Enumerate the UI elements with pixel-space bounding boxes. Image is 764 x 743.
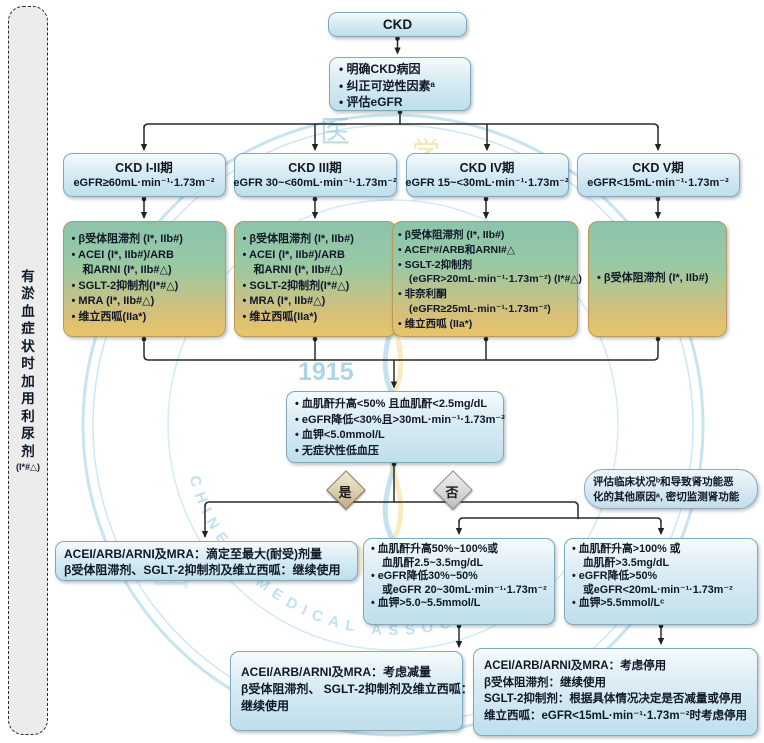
treatment-line: 和ARNI (I*, IIb#△) bbox=[253, 264, 343, 276]
stage-egfr: eGFR 30~<60mL·min⁻¹·1.73m⁻² bbox=[233, 177, 397, 189]
stage-title: CKD III期 bbox=[288, 161, 342, 175]
treatment-line: • SGLT-2抑制剂 bbox=[398, 258, 473, 271]
treatment-line: • β受体阻滞剂 (I*, IIb#) bbox=[242, 233, 354, 245]
action-line: ACEI/ARB/ARNI及MRA：滴定至最大(耐受)剂量 bbox=[64, 547, 322, 561]
yes-diamond-label: 是 bbox=[338, 485, 352, 500]
tolerance-criteria-box: • 血肌酐升高<50% 且血肌酐<2.5mg/dL • eGFR降低<30%且>… bbox=[286, 391, 505, 463]
criteria-line: • 血钾<5.0mmol/L bbox=[295, 429, 385, 441]
treatment-line: • β受体阻滞剂 (I*, IIb#) bbox=[398, 229, 505, 241]
diuretic-sidebar: 有淤血症状时加用利尿剂 (I*#△) bbox=[8, 6, 48, 735]
treatment-line: • ACEI*#/ARB和ARNI#△ bbox=[398, 243, 515, 256]
stage-title: CKD I-II期 bbox=[115, 161, 173, 175]
treatment-line: • MRA (I*, IIb#△) bbox=[71, 295, 155, 307]
treatment-line: (eGFR>20mL·min⁻¹·1.73m⁻²) (I*#△) bbox=[409, 273, 582, 286]
treatment-line: (eGFR≥25mL·min⁻¹·1.73m⁻²) bbox=[409, 302, 551, 315]
treatment-line: 和ARNI (I*, IIb#△) bbox=[82, 264, 172, 276]
watermark-year: 1915 bbox=[298, 358, 354, 386]
monitor-note: 评估临床状况ᵇ和导致肾功能恶 化的其他原因ᵃ, 密切监测肾功能 bbox=[584, 469, 758, 509]
stage-title: CKD V期 bbox=[632, 161, 684, 175]
criteria-line: • 血钾>5.5mmol/Lᶜ bbox=[572, 597, 665, 609]
stage-box-3: CKD IV期 eGFR 15~<30mL·min⁻¹·1.73m⁻² bbox=[405, 153, 569, 197]
criteria-line: • 无症状性低血压 bbox=[295, 444, 379, 457]
ckd-root-label: CKD bbox=[382, 17, 413, 32]
treatment-line: • SGLT-2抑制剂(I*#△) bbox=[242, 279, 350, 292]
treatment-line: • 维立西呱(IIa*) bbox=[242, 310, 318, 323]
treatment-line: • 维立西呱(IIa*) bbox=[71, 310, 147, 323]
criteria-line: • 血肌酐升高<50% 且血肌酐<2.5mg/dL bbox=[295, 398, 488, 410]
continue-uptitrate-box: ACEI/ARB/ARNI及MRA：滴定至最大(耐受)剂量 β受体阻滞剂、SGL… bbox=[55, 541, 358, 581]
assessment-line: • 评估eGFR bbox=[339, 95, 403, 109]
criteria-line: 血肌酐2.5~3.5mg/dL bbox=[382, 556, 484, 569]
stage-title: CKD IV期 bbox=[459, 161, 515, 175]
reduce-dose-box: ACEI/ARB/ARNI及MRA：考虑减量 β受体阻滞剂、 SGLT-2抑制剂… bbox=[230, 651, 473, 731]
action-line: SGLT-2抑制剂：根据具体情况决定是否减量或停用 bbox=[484, 693, 742, 705]
watermark-glyph: 医 bbox=[320, 116, 350, 149]
assessment-box: • 明确CKD病因 • 纠正可逆性因素ᵃ • 评估eGFR bbox=[329, 57, 471, 111]
criteria-line: • 血钾>5.0~5.5mmol/L bbox=[371, 597, 481, 609]
action-line: β受体阻滞剂：继续使用 bbox=[484, 676, 607, 689]
treatment-line: • MRA (I*, IIb#△) bbox=[242, 295, 326, 307]
action-line: 维立西呱：eGFR<15mL·min⁻¹·1.73m⁻²时考虑停用 bbox=[484, 709, 747, 722]
criteria-line: • eGFR降低>50% bbox=[572, 570, 658, 582]
action-line: 继续使用 bbox=[241, 699, 290, 713]
criteria-line: 或eGFR<20mL·min⁻¹·1.73m⁻² bbox=[583, 583, 733, 596]
diuretic-sidebar-text: 有淤血症状时加用利尿剂 bbox=[21, 268, 35, 459]
no-diamond-label: 否 bbox=[445, 485, 459, 500]
treatment-line: • 非奈利酮 bbox=[398, 288, 447, 301]
action-line: β受体阻滞剂、 SGLT-2抑制剂及维立西呱： bbox=[241, 682, 473, 696]
stage-egfr: eGFR 15~<30mL·min⁻¹·1.73m⁻² bbox=[405, 177, 569, 189]
treatment-line: • ACEI (I*, IIb#)/ARB bbox=[242, 248, 345, 261]
treatment-line: • 维立西呱 (IIa*) bbox=[398, 317, 473, 330]
stage-box-2: CKD III期 eGFR 30~<60mL·min⁻¹·1.73m⁻² bbox=[233, 153, 397, 197]
criteria-line: • eGFR降低30%~50% bbox=[371, 570, 478, 582]
action-line: ACEI/ARB/ARNI及MRA：考虑减量 bbox=[241, 665, 431, 679]
treatment-line: • ACEI (I*, IIb#)/ARB bbox=[71, 248, 174, 261]
treatment-box-4: • β受体阻滞剂 (I*, IIb#) bbox=[588, 221, 727, 337]
ckd-root-box: CKD bbox=[328, 12, 467, 37]
treatment-line: • SGLT-2抑制剂(I*#△) bbox=[71, 279, 179, 292]
criteria-line: • 血肌酐升高50%~100%或 bbox=[371, 543, 499, 555]
diuretic-sidebar-grade: (I*#△) bbox=[16, 462, 40, 473]
assessment-line: • 纠正可逆性因素ᵃ bbox=[339, 78, 436, 93]
stage-egfr: eGFR<15mL·min⁻¹·1.73m⁻² bbox=[587, 177, 729, 189]
stop-drugs-box: ACEI/ARB/ARNI及MRA：考虑停用 β受体阻滞剂：继续使用 SGLT-… bbox=[473, 648, 758, 736]
treatment-box-3: • β受体阻滞剂 (I*, IIb#) • ACEI*#/ARB和ARNI#△ … bbox=[392, 221, 582, 337]
moderate-worsening-box: • 血肌酐升高50%~100%或 血肌酐2.5~3.5mg/dL • eGFR降… bbox=[363, 538, 555, 625]
treatment-line: • β受体阻滞剂 (I*, IIb#) bbox=[597, 272, 709, 285]
stage-box-1: CKD I-II期 eGFR≥60mL·min⁻¹·1.73m⁻² bbox=[62, 153, 226, 197]
treatment-box-1: • β受体阻滞剂 (I*, IIb#) • ACEI (I*, IIb#)/AR… bbox=[62, 221, 226, 337]
stage-box-4: CKD V期 eGFR<15mL·min⁻¹·1.73m⁻² bbox=[576, 153, 740, 197]
severe-worsening-box: • 血肌酐升高>100% 或 血肌酐>3.5mg/dL • eGFR降低>50%… bbox=[564, 538, 758, 625]
monitor-note-line: 化的其他原因ᵃ, 密切监测肾功能 bbox=[593, 491, 740, 503]
criteria-line: • eGFR降低<30%且>30mL·min⁻¹·1.73m⁻² bbox=[295, 413, 505, 426]
action-line: ACEI/ARB/ARNI及MRA：考虑停用 bbox=[484, 660, 667, 672]
treatment-line: • β受体阻滞剂 (I*, IIb#) bbox=[71, 233, 183, 245]
assessment-line: • 明确CKD病因 bbox=[339, 62, 421, 76]
action-line: β受体阻滞剂、SGLT-2抑制剂及维立西呱：继续使用 bbox=[64, 563, 341, 577]
monitor-note-line: 评估临床状况ᵇ和导致肾功能恶 bbox=[593, 476, 734, 488]
stage-egfr: eGFR≥60mL·min⁻¹·1.73m⁻² bbox=[73, 177, 215, 189]
treatment-box-2: • β受体阻滞剂 (I*, IIb#) • ACEI (I*, IIb#)/AR… bbox=[233, 221, 397, 337]
criteria-line: 血肌酐>3.5mg/dL bbox=[583, 556, 670, 569]
criteria-line: 或eGFR 20~30mL·min⁻¹·1.73m⁻² bbox=[382, 583, 547, 596]
criteria-line: • 血肌酐升高>100% 或 bbox=[572, 543, 681, 555]
